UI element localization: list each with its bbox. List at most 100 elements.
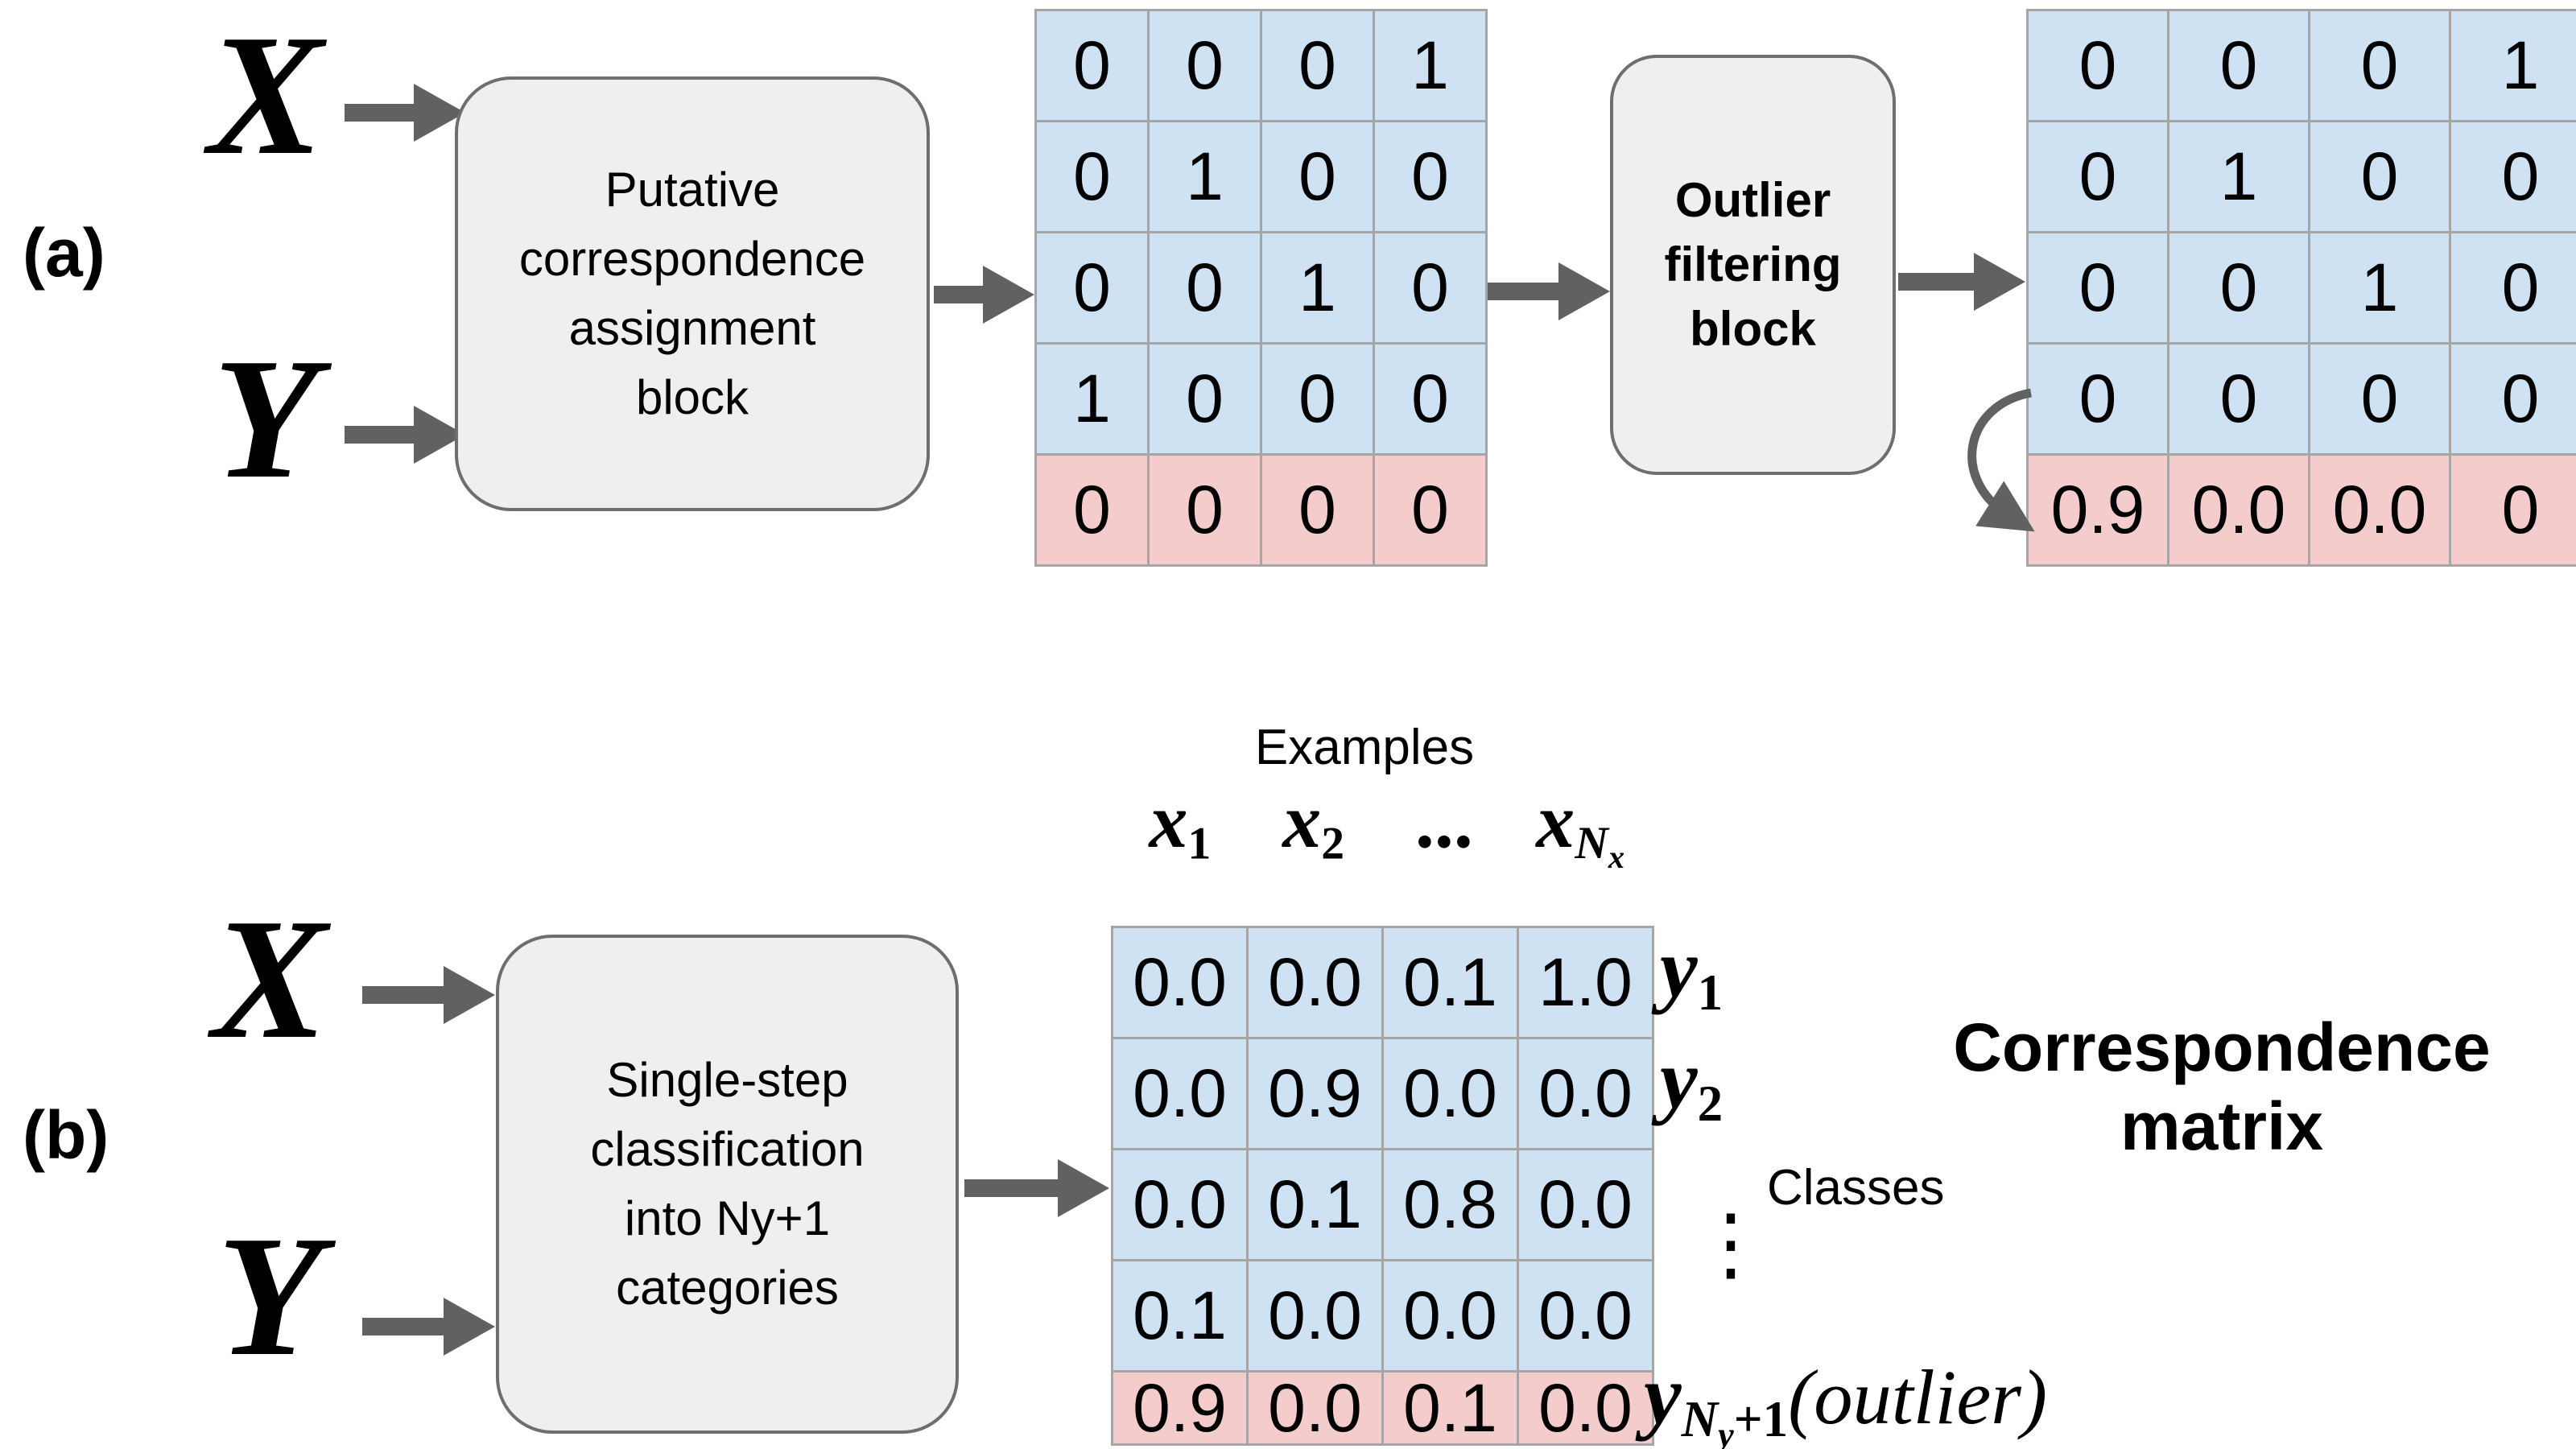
arrow-right-icon <box>934 262 1034 327</box>
matrix-cell: 0 <box>1037 233 1147 342</box>
matrix-cell-outlier: 0.9 <box>2029 456 2167 564</box>
arrow-shaft <box>1898 273 1984 291</box>
arrow-head <box>983 266 1034 324</box>
matrix-cell: 0.0 <box>1113 928 1246 1037</box>
matrix-cell: 0 <box>1375 345 1485 453</box>
block-line: into Ny+1 <box>624 1191 831 1245</box>
matrix-cell: 0 <box>2029 11 2167 120</box>
matrix-cell: 1 <box>1375 11 1485 120</box>
title-line: matrix <box>2120 1088 2324 1164</box>
matrix-cell: 1.0 <box>1519 928 1652 1037</box>
arrow-right-icon <box>964 1156 1109 1220</box>
matrix-cell: 0 <box>2451 345 2576 453</box>
arrow-head <box>1974 253 2025 311</box>
matrix-cell: 0.0 <box>1113 1150 1246 1259</box>
matrix-cell: 0 <box>2451 233 2576 342</box>
matrix-cell-outlier: 0 <box>2451 456 2576 564</box>
matrix-cell: 0 <box>1375 122 1485 231</box>
matrix-cell: 0.0 <box>1249 1261 1381 1370</box>
matrix-cell: 0 <box>2169 233 2308 342</box>
matrix-cell: 0 <box>1037 122 1147 231</box>
arrow-shaft <box>934 286 993 303</box>
matrix-column-headers: x1 x2 ... xNx <box>1113 774 1647 876</box>
arrow-right-icon <box>345 80 465 145</box>
row-label-y-outlier: yNy+1(outlier) <box>1644 1348 2047 1449</box>
arrow-head <box>444 1298 495 1356</box>
col-header-dots: ... <box>1418 778 1476 864</box>
matrix-cell-outlier: 0.0 <box>1249 1370 1381 1446</box>
matrix-cell-outlier: 0 <box>1375 456 1485 564</box>
matrix-cell: 0 <box>1262 122 1373 231</box>
block-line: Single-step <box>606 1053 848 1107</box>
putative-correspondence-block: Putative correspondence assignment block <box>455 76 930 511</box>
block-line: Putative <box>605 163 780 217</box>
block-line: block <box>635 370 749 424</box>
input-x-symbol-b: X <box>212 882 328 1075</box>
matrix-cell: 0 <box>2029 345 2167 453</box>
matrix-cell: 0 <box>1150 345 1260 453</box>
matrix-cell-outlier: 0.0 <box>1519 1370 1652 1446</box>
col-header-x2: x2 <box>1282 778 1345 869</box>
matrix-cell: 1 <box>1262 233 1373 342</box>
arrow-shaft <box>345 426 423 444</box>
input-y-symbol-a: Y <box>213 322 319 514</box>
block-line: filtering <box>1664 237 1842 291</box>
arrow-right-icon <box>1898 250 2025 314</box>
matrix-cell: 1 <box>2310 233 2449 342</box>
arrow-right-icon <box>362 963 495 1027</box>
row-label-y2: y2 <box>1660 1032 1724 1132</box>
outlier-filtering-block: Outlier filtering block <box>1610 55 1896 475</box>
matrix-cell: 0 <box>2169 345 2308 453</box>
matrix-cell: 1 <box>2169 122 2308 231</box>
input-y-symbol-b: Y <box>217 1199 323 1392</box>
arrow-shaft <box>1488 283 1568 300</box>
matrix-cell: 0 <box>2029 122 2167 231</box>
matrix-cell: 0.0 <box>1384 1261 1517 1370</box>
arrow-head <box>1058 1159 1109 1217</box>
block-line: Outlier <box>1674 173 1831 227</box>
arrow-head <box>444 966 495 1024</box>
row-label-y1: y1 <box>1660 921 1724 1021</box>
arrow-right-icon <box>362 1294 495 1359</box>
panel-a-label: (a) <box>23 215 105 291</box>
block-line: categories <box>616 1261 839 1315</box>
matrix-cell: 0.9 <box>1249 1039 1381 1148</box>
block-line: classification <box>590 1122 865 1176</box>
col-header-xnx: xNx <box>1536 778 1624 876</box>
matrix-cell: 0.0 <box>1113 1039 1246 1148</box>
matrix-cell: 1 <box>1150 122 1260 231</box>
matrix-cell: 0.0 <box>1249 928 1381 1037</box>
classes-axis-label: Classes <box>1767 1160 1945 1216</box>
matrix-cell: 0.0 <box>1519 1150 1652 1259</box>
arrow-right-icon <box>345 402 465 467</box>
matrix-cell-outlier: 0.9 <box>1113 1370 1246 1446</box>
matrix-cell-outlier: 0 <box>1037 456 1147 564</box>
matrix-cell: 0 <box>1375 233 1485 342</box>
examples-axis-label: Examples <box>1254 720 1475 775</box>
matrix-cell: 0 <box>2310 345 2449 453</box>
arrow-shaft <box>964 1179 1067 1197</box>
matrix-cell: 0 <box>1037 11 1147 120</box>
arrow-shaft <box>362 1318 453 1335</box>
block-line: block <box>1690 302 1816 356</box>
matrix-cell: 0 <box>2310 122 2449 231</box>
panel-b-label: (b) <box>23 1097 109 1173</box>
curved-arrow-icon <box>1967 388 2035 532</box>
vertical-ellipsis: ⋮ <box>1690 1199 1771 1289</box>
matrix-cell: 0.1 <box>1113 1261 1246 1370</box>
matrix-cell: 0.1 <box>1384 928 1517 1037</box>
matrix-cell-outlier: 0.0 <box>2310 456 2449 564</box>
arrow-head <box>1558 262 1610 320</box>
correspondence-matrix-title: Correspondence matrix <box>1916 1008 2528 1166</box>
matrix-cell: 0 <box>2310 11 2449 120</box>
block-line: assignment <box>568 301 816 355</box>
matrix-cell: 0.0 <box>1384 1039 1517 1148</box>
matrix-cell: 0.0 <box>1519 1261 1652 1370</box>
matrix-cell: 0.8 <box>1384 1150 1517 1259</box>
matrix-cell: 1 <box>1037 345 1147 453</box>
matrix-cell: 0 <box>1262 11 1373 120</box>
